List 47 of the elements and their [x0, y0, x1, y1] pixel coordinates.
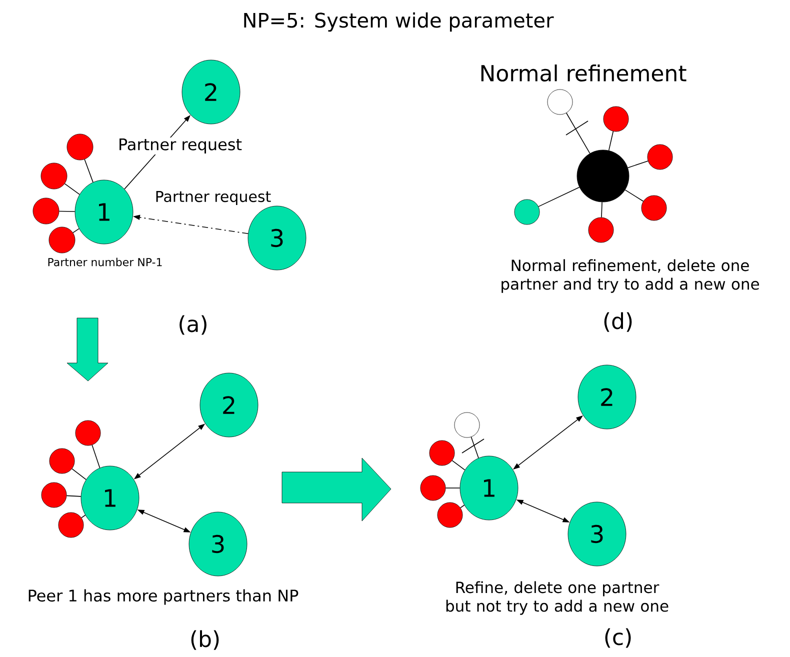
link-line — [92, 444, 100, 468]
peer-circle — [32, 198, 60, 224]
edge-label: Partner request — [120, 138, 242, 154]
peer-circle — [58, 512, 84, 538]
peer-circle — [75, 420, 101, 446]
link-line — [72, 228, 80, 234]
edge-label: Partner request — [156, 190, 271, 206]
link-line — [538, 186, 580, 207]
label-text: Normal refinement, delete one partner and try to add a new one — [502, 259, 759, 293]
link-line — [72, 468, 86, 480]
peer-circle — [41, 482, 67, 508]
link-line — [64, 183, 80, 195]
label-text: (c) — [605, 628, 631, 648]
peer-circle — [647, 144, 673, 170]
link-line — [452, 460, 466, 470]
link-line — [66, 495, 82, 497]
link-line — [627, 160, 648, 168]
label-text: (d) — [604, 312, 632, 332]
link-line — [608, 130, 614, 151]
peer-circle — [49, 448, 75, 474]
peer-circle — [588, 217, 614, 243]
label-text: Partner number NP-1 — [48, 258, 162, 266]
title: NP=5: System wide parameter — [244, 12, 554, 32]
peer-circle — [48, 226, 76, 254]
label-text: Refine, delete one partner but not try to add a new one — [446, 581, 668, 615]
link-line — [81, 514, 86, 518]
label-text: Normal refinement — [481, 64, 686, 82]
peer-circle — [641, 195, 667, 221]
peer-circle — [547, 89, 573, 115]
link-line — [58, 210, 76, 212]
peer-circle — [66, 134, 94, 160]
peer-circle — [40, 162, 68, 190]
link-line — [470, 436, 479, 458]
peer-circle — [420, 475, 446, 501]
link-line — [460, 504, 465, 508]
peer-circle — [576, 150, 630, 202]
link-line — [566, 112, 590, 154]
peer-circle — [514, 199, 540, 225]
link-line — [84, 158, 94, 183]
peer-circle — [437, 502, 463, 528]
peer-circle — [429, 440, 455, 466]
link-line — [624, 190, 644, 202]
label-text: (b) — [191, 630, 219, 650]
peer-circle — [603, 106, 629, 132]
label-text: (a) — [180, 315, 206, 335]
peer-circle — [454, 412, 480, 438]
link-line — [601, 202, 602, 218]
